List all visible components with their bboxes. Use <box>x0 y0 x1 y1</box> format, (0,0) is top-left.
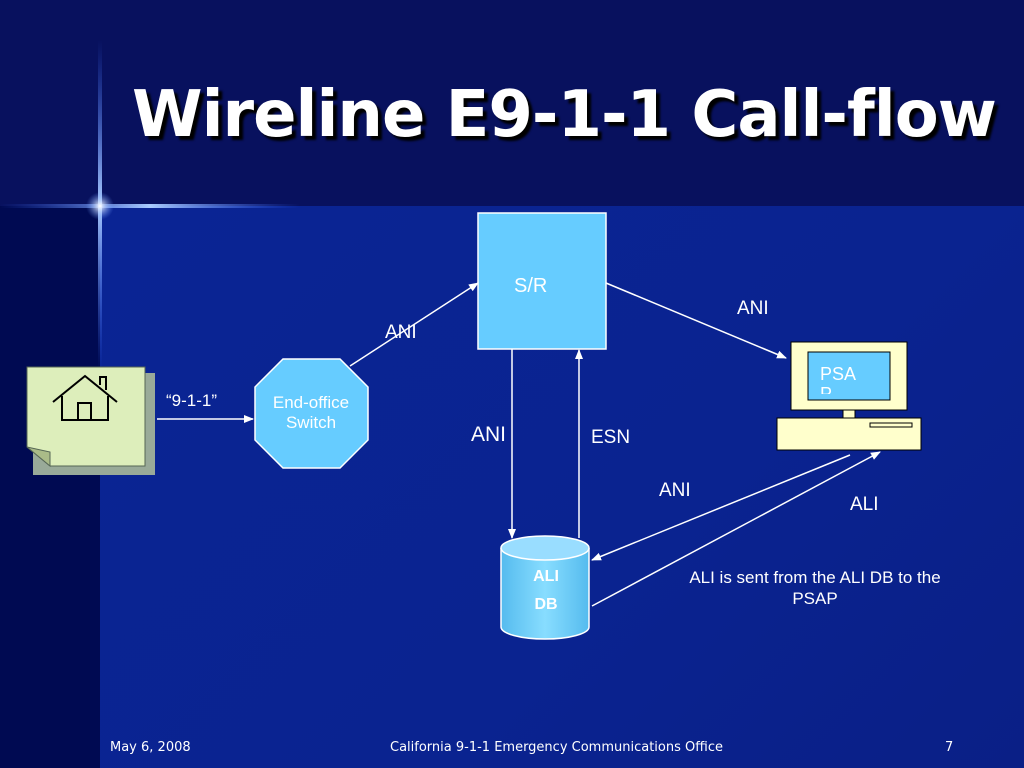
arrow-alidb-to-psap <box>591 451 881 607</box>
end-office-switch-node <box>254 358 369 469</box>
dial-label: “9-1-1” <box>166 391 218 410</box>
edge-label-switch-to-sr: ANI <box>385 322 417 343</box>
ali-db-line1: ALI <box>533 568 559 585</box>
arrow-sr-to-psap <box>605 282 787 359</box>
ali-db-line2: DB <box>534 596 558 613</box>
house-icon <box>52 374 118 421</box>
footer-page-number: 7 <box>945 740 954 755</box>
ali-note: ALI is sent from the ALI DB to the PSAP <box>660 567 970 609</box>
edge-label-alidb-to-psap: ALI <box>850 494 879 515</box>
ali-db-label: ALI DB <box>522 563 570 619</box>
footer-organization: California 9-1-1 Emergency Communication… <box>390 740 723 755</box>
arrow-psap-to-alidb <box>591 454 851 561</box>
psap-computer-node <box>776 341 922 451</box>
decor-hline <box>0 204 300 208</box>
end-office-switch-label: End-office Switch <box>262 393 360 433</box>
psap-line1: PSA <box>820 364 857 384</box>
header-band <box>0 0 1024 206</box>
arrow-switch-to-sr <box>349 282 479 367</box>
ali-db-node <box>500 535 590 640</box>
sr-box-label: S/R <box>514 275 548 297</box>
page-title: Wireline E9-1-1 Call-flow <box>132 78 997 152</box>
edge-label-psap-to-alidb: ANI <box>659 480 691 501</box>
psap-label: PSA P <box>820 364 856 394</box>
edge-label-alidb-to-sr: ESN <box>591 427 631 448</box>
sr-box-node <box>477 212 607 350</box>
footer-date: May 6, 2008 <box>110 740 191 755</box>
edge-label-sr-to-psap: ANI <box>737 298 769 319</box>
decor-star <box>86 192 114 220</box>
ali-note-line2: PSAP <box>792 589 838 608</box>
left-band <box>0 206 100 768</box>
psap-line2: P <box>820 384 833 394</box>
house-node <box>26 366 155 475</box>
ali-note-line1: ALI is sent from the ALI DB to the <box>689 568 941 587</box>
end-office-line1: End-office <box>272 393 350 412</box>
end-office-line2: Switch <box>285 413 337 432</box>
edge-label-sr-to-alidb: ANI <box>471 423 507 446</box>
